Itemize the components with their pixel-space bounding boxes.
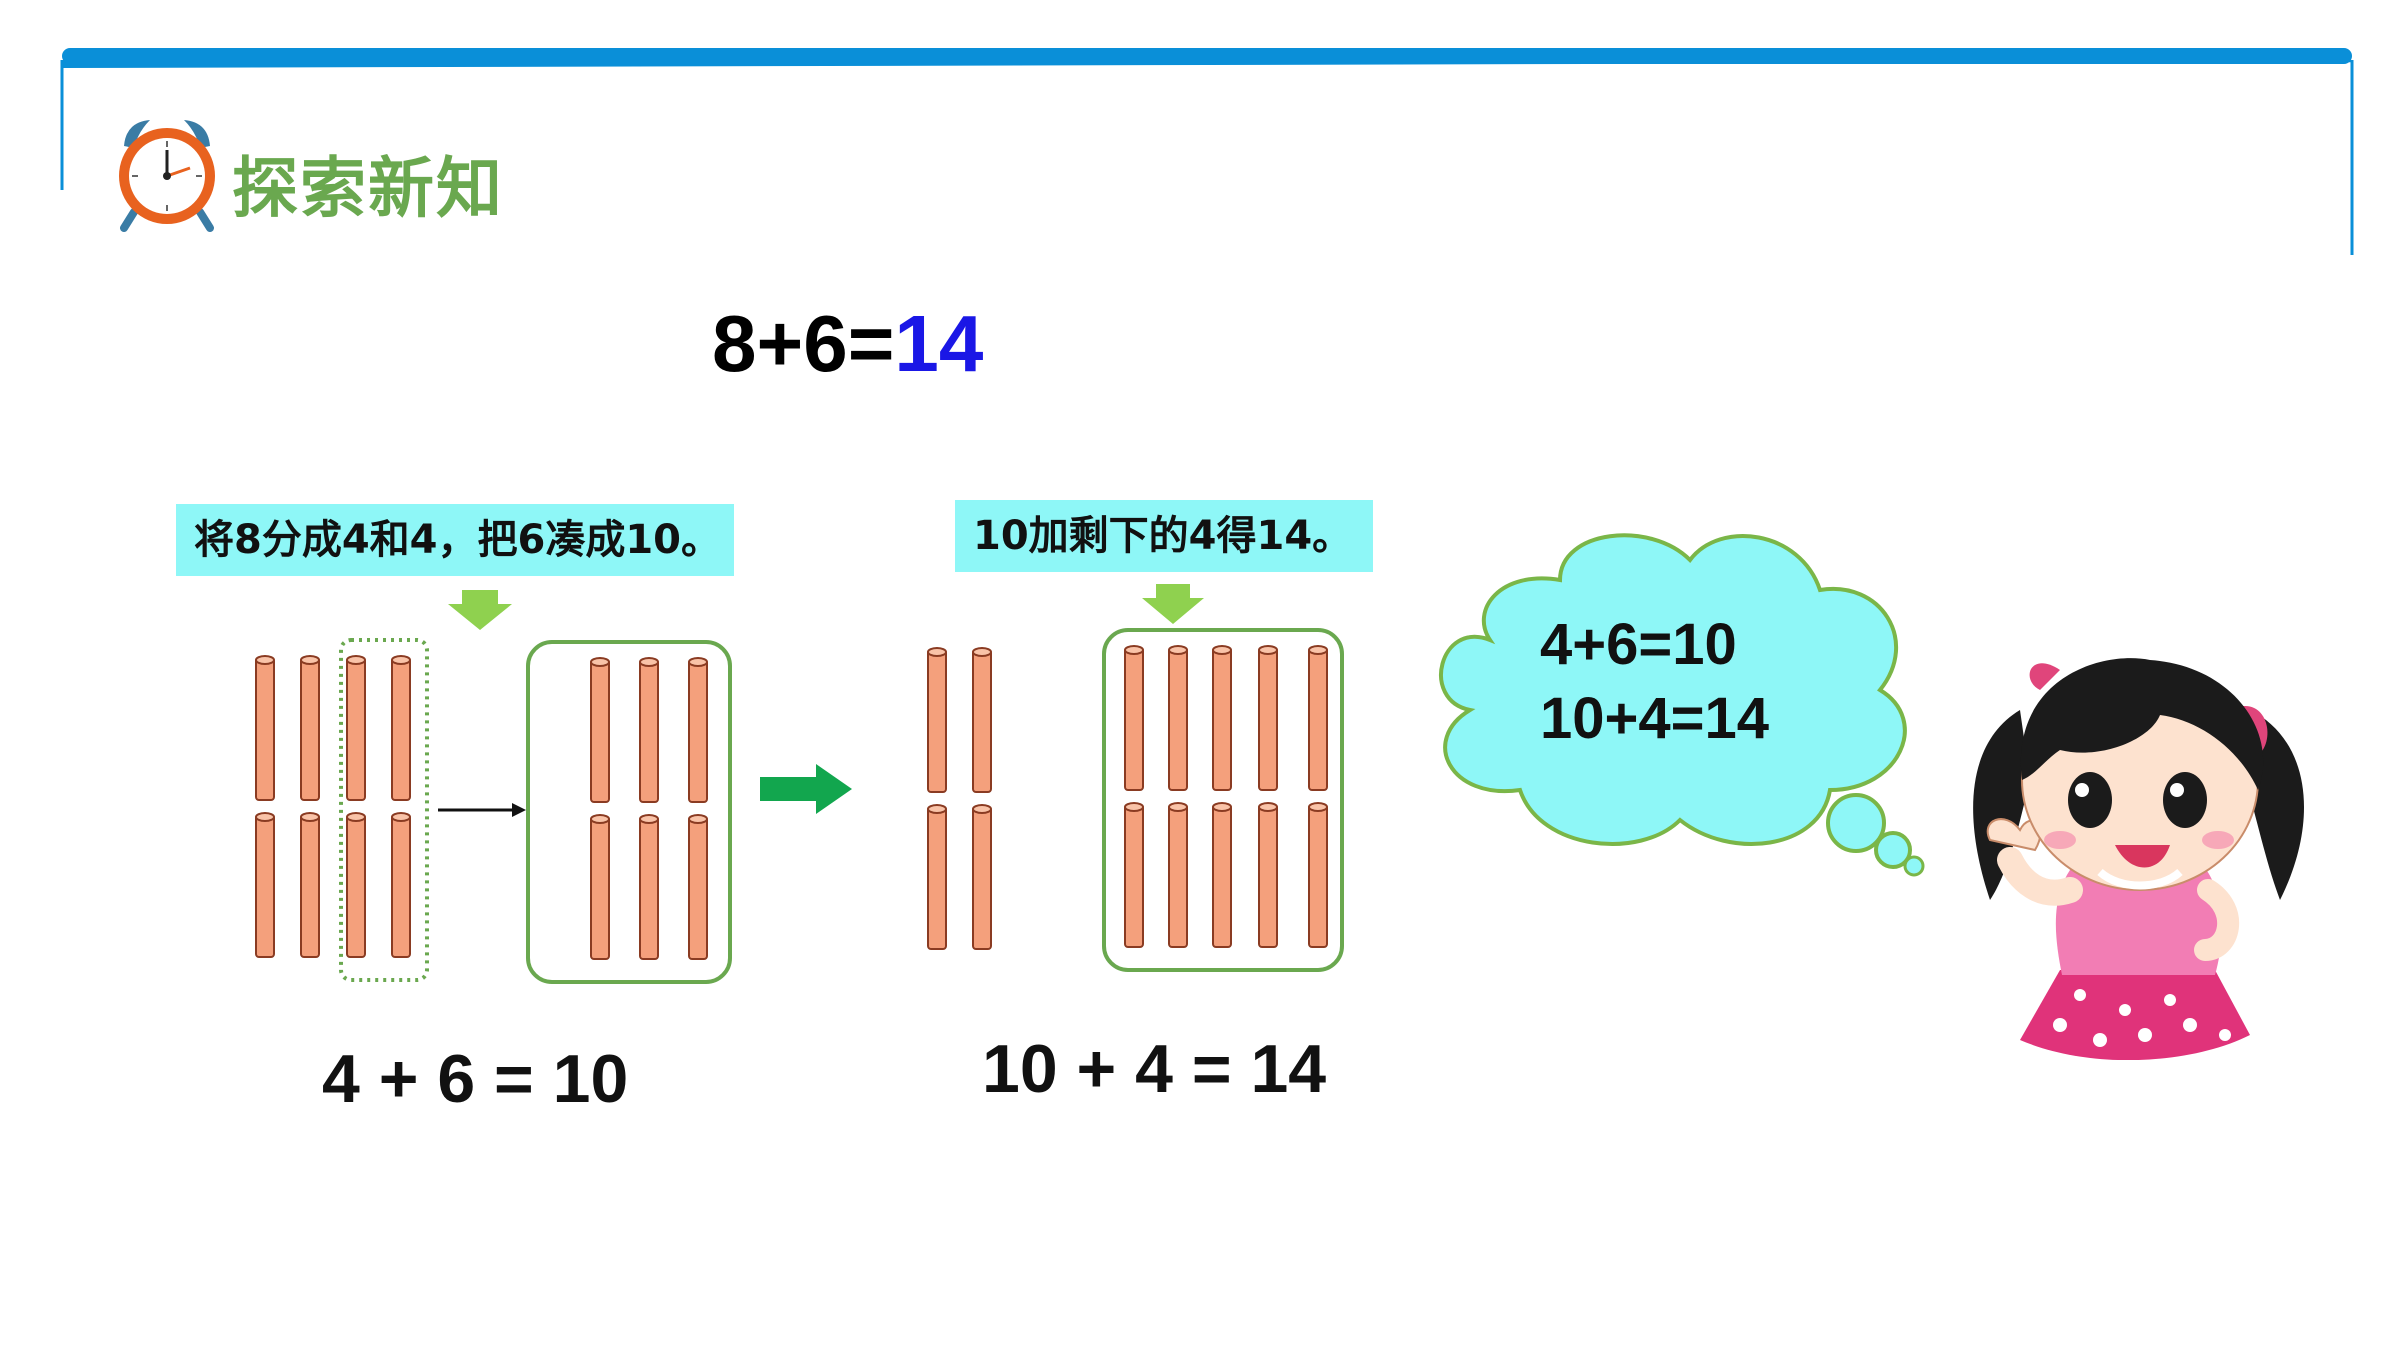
main-equation-expression: 8+6= (712, 299, 895, 388)
dotted-selection-box (339, 638, 429, 982)
down-arrow-icon (1142, 584, 1204, 624)
step1-equation: 4 + 6 = 10 (322, 1041, 629, 1117)
step2-equation: 10 + 4 = 14 (982, 1031, 1327, 1107)
step2-sticks-illustration (927, 584, 1344, 972)
thought-cloud-text: 4+6=10 10+4=14 (1540, 608, 1769, 756)
girl-character-icon (1973, 658, 2304, 1060)
step2-label: 10加剩下的4得14。 (955, 500, 1373, 572)
page-title: 探索新知 (232, 150, 504, 227)
main-equation: 8+6=14 (712, 298, 983, 390)
alarm-clock-icon (119, 120, 215, 232)
thought-line-2: 10+4=14 (1540, 686, 1770, 751)
step1-label: 将8分成4和4，把6凑成10。 (176, 504, 734, 576)
main-equation-answer: 14 (894, 299, 984, 388)
ten-group-box (526, 640, 732, 984)
fourteen-group-box (1102, 628, 1344, 972)
right-arrow-icon (760, 764, 852, 814)
down-arrow-icon (448, 590, 512, 630)
thought-line-1: 4+6=10 (1540, 612, 1737, 677)
thought-cloud (1439, 533, 1925, 877)
step1-sticks-illustration (255, 590, 732, 984)
